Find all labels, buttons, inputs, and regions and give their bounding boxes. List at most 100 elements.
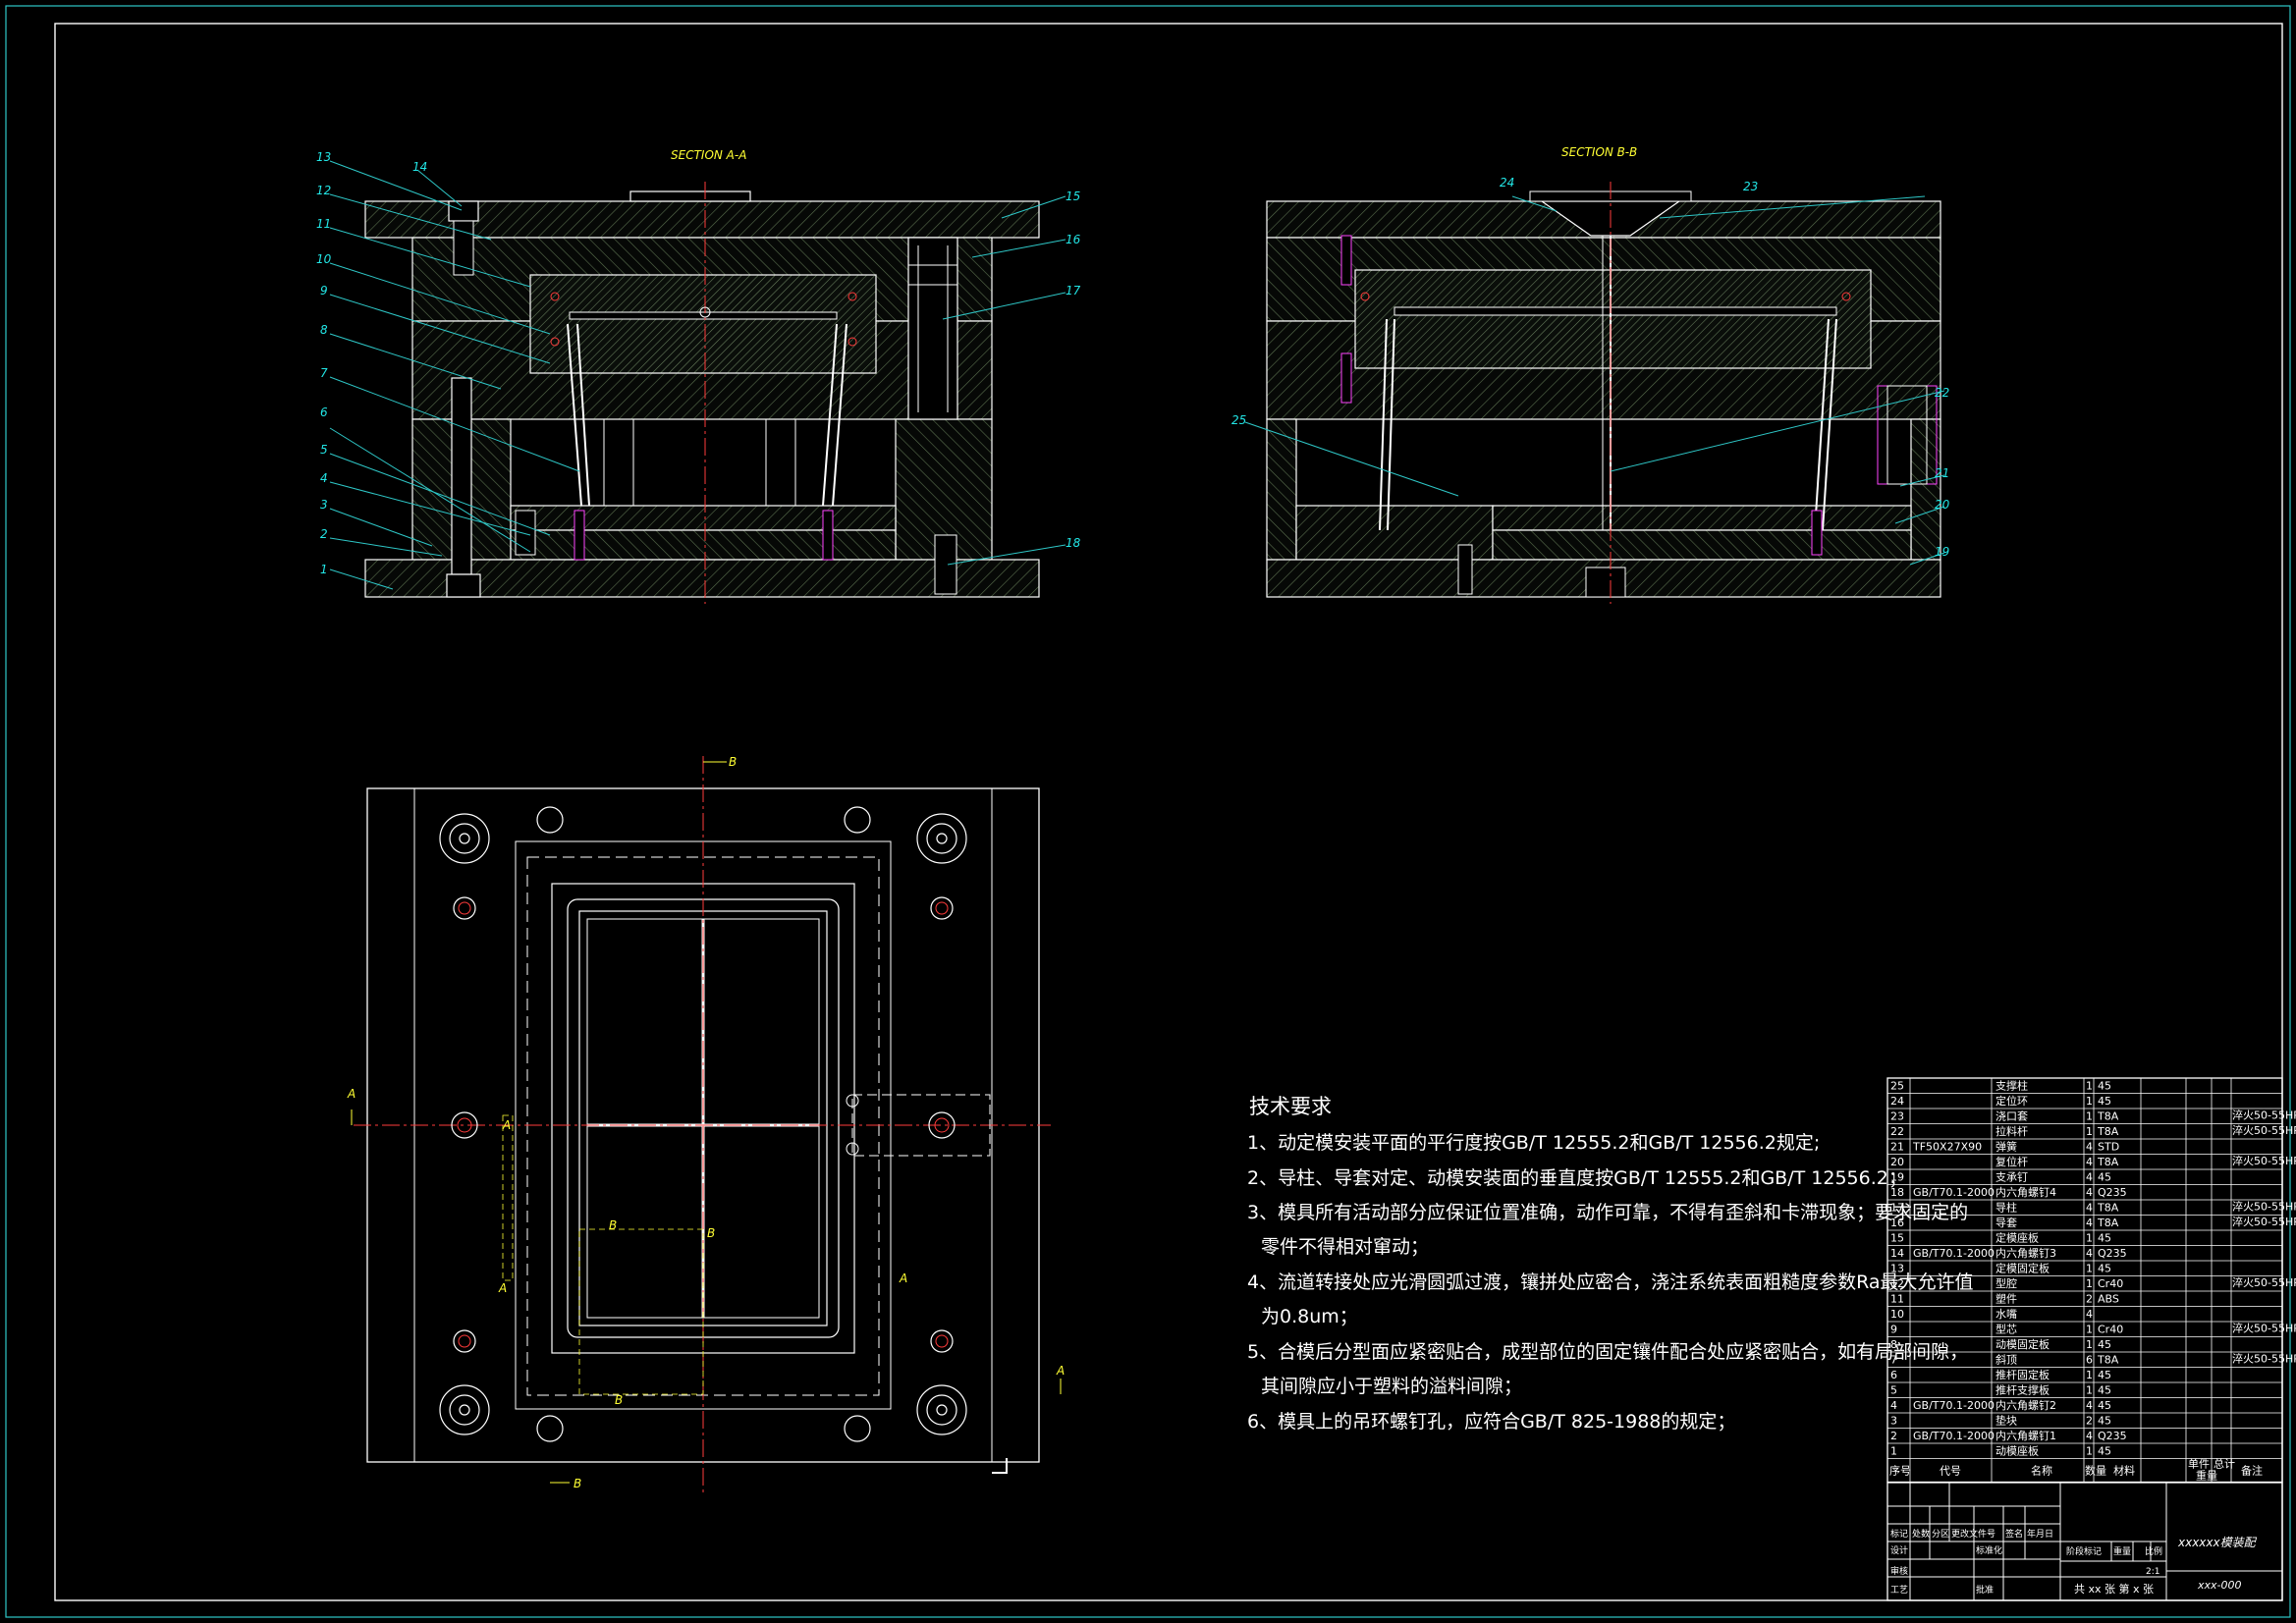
- notes-line-6: 为0.8um；: [1261, 1306, 1358, 1327]
- bom-row-no: 19: [1890, 1171, 1904, 1184]
- guide-bushing: [907, 237, 958, 420]
- bom-row-name: 支撑柱: [1995, 1079, 2028, 1093]
- bom-header-weight: 重量: [2196, 1469, 2217, 1483]
- section-aa-view: SECTION A-A: [316, 148, 1081, 604]
- bom-row-material: 45: [2098, 1232, 2111, 1245]
- tb-mark: 标记: [1890, 1528, 1908, 1540]
- tb-weight: 重量: [2113, 1545, 2131, 1557]
- label-bb-25: 25: [1231, 413, 1246, 427]
- bom-row-no: 8: [1890, 1338, 1897, 1351]
- label-aa-16: 16: [1066, 233, 1081, 246]
- bom-row-qty: 2: [2086, 1293, 2093, 1306]
- bom-row-no: 10: [1890, 1308, 1904, 1321]
- bom-row-name: 型芯: [1995, 1323, 2017, 1336]
- plan-view: B B A A A A A B B B: [347, 755, 1065, 1492]
- bom-row-material: 45: [2098, 1369, 2111, 1381]
- inner-frame: [54, 23, 2283, 1601]
- label-aa-11: 11: [316, 217, 331, 231]
- tb-stage: 阶段标记: [2066, 1545, 2102, 1557]
- ejector-retainer: [510, 505, 897, 531]
- bom-row-name: 水嘴: [1995, 1308, 2017, 1321]
- tb-drawing-no: xxx-000: [2197, 1579, 2242, 1592]
- plan-marker-a-left: A: [347, 1087, 355, 1101]
- bom-row-no: 25: [1890, 1080, 1904, 1093]
- bom-header-qty: 数量: [2085, 1465, 2106, 1478]
- bom-row-remark: 淬火50-55HRC: [2232, 1215, 2296, 1228]
- label-aa-14: 14: [412, 160, 427, 174]
- tb-scale: 2:1: [2146, 1567, 2159, 1577]
- bom-row-material: T8A: [2097, 1156, 2119, 1168]
- tb-drawing-name: xxxxxx模装配: [2177, 1536, 2258, 1549]
- bom-row-material: ABS: [2098, 1293, 2119, 1306]
- bom-header-material: 材料: [2113, 1464, 2135, 1478]
- tb-check: 审核: [1890, 1565, 1908, 1577]
- label-bb-19: 19: [1935, 545, 1949, 559]
- plan-marker-a-right: A: [1056, 1364, 1065, 1378]
- label-bb-23: 23: [1743, 180, 1758, 193]
- bom-row-qty: 1: [2086, 1384, 2093, 1397]
- bom-row-qty: 1: [2086, 1277, 2093, 1290]
- bom-row-material: Cr40: [2098, 1277, 2123, 1290]
- bom-row-qty: 1: [2086, 1369, 2093, 1381]
- bom-row-material: T8A: [2097, 1125, 2119, 1138]
- bom-row-qty: 1: [2086, 1232, 2093, 1245]
- bom-row-name: 内六角螺钉2: [1995, 1398, 2056, 1412]
- bom-row-qty: 1: [2086, 1324, 2093, 1336]
- bom-row-qty: 1: [2086, 1080, 2093, 1093]
- cavity-insert: [529, 274, 877, 374]
- plan-marker-b-inner-bottom: B: [615, 1393, 623, 1407]
- bom-row-material: 45: [2098, 1399, 2111, 1412]
- bom-row-material: 45: [2098, 1338, 2111, 1351]
- bom-row-name: 导柱: [1995, 1201, 2017, 1215]
- bom-row-no: 18: [1890, 1186, 1904, 1199]
- bom-row-qty: 4: [2086, 1399, 2093, 1412]
- bom-row-remark: 淬火50-55HRC: [2232, 1322, 2296, 1335]
- bom-row-no: 7: [1890, 1354, 1897, 1367]
- plan-marker-b-inner-right: B: [707, 1226, 715, 1240]
- locating-ring: [629, 190, 751, 202]
- bom-row-no: 3: [1890, 1415, 1897, 1428]
- bom-header-name: 名称: [2031, 1464, 2052, 1478]
- notes-line-3: 3、模具所有活动部分应保证位置准确，动作可靠，不得有歪斜和卡滞现象；要求固定的: [1247, 1202, 1968, 1223]
- bom-row-no: 17: [1890, 1202, 1904, 1215]
- notes-line-1: 1、动定模安装平面的平行度按GB/T 12555.2和GB/T 12556.2规…: [1247, 1132, 1820, 1154]
- bom-row-no: 14: [1890, 1247, 1904, 1260]
- bom-row-name: 定位环: [1995, 1094, 2028, 1108]
- screw-head-14: [448, 200, 479, 222]
- bom-row-qty: 4: [2086, 1171, 2093, 1184]
- bom-row-no: 1: [1890, 1445, 1897, 1458]
- plan-marker-b-bottom: B: [574, 1477, 581, 1490]
- label-aa-3: 3: [320, 498, 328, 512]
- label-aa-18: 18: [1066, 536, 1081, 550]
- bom-row-material: 45: [2098, 1384, 2111, 1397]
- bom-row-no: 22: [1890, 1125, 1904, 1138]
- bom-header-remark: 备注: [2241, 1464, 2263, 1478]
- plan-marker-a-inner-mid: A: [498, 1281, 507, 1295]
- bom-row-remark: 淬火50-55HRC: [2232, 1275, 2296, 1289]
- bom-row-name: 浇口套: [1995, 1110, 2028, 1123]
- notes-line-5: 4、流道转接处应光滑圆弧过渡，镶拼处应密合，浇注系统表面粗糙度参数Ra最大允许值: [1247, 1271, 1974, 1293]
- notes-line-4: 零件不得相对窜动；: [1261, 1236, 1429, 1258]
- lifter-right: [822, 323, 838, 507]
- plan-marker-b-inner-top: B: [609, 1218, 617, 1232]
- bom-row-qty: 4: [2086, 1308, 2093, 1321]
- outer-frame: [5, 5, 2291, 1618]
- label-bb-21: 21: [1935, 466, 1949, 480]
- lifter-left: [567, 323, 582, 507]
- bom-row-code: GB/T70.1-2000: [1913, 1186, 1995, 1199]
- tb-scale-label: 比例: [2145, 1545, 2162, 1557]
- bom-row-no: 9: [1890, 1324, 1897, 1336]
- bom-row-qty: 1: [2086, 1110, 2093, 1123]
- bom-row-material: Q235: [2098, 1247, 2127, 1260]
- bom-row-material: 45: [2098, 1080, 2111, 1093]
- label-aa-6: 6: [320, 406, 328, 419]
- bom-row-material: Q235: [2098, 1430, 2127, 1442]
- notes-title: 技术要求: [1249, 1095, 1332, 1118]
- bom-row-remark: 淬火50-55HRC: [2232, 1352, 2296, 1366]
- plan-marker-b-top: B: [729, 755, 737, 769]
- bom-row-qty: 6: [2086, 1354, 2093, 1367]
- bom-header-code: 代号: [1940, 1465, 1961, 1478]
- label-aa-5: 5: [320, 443, 328, 457]
- bom-row-qty: 4: [2086, 1430, 2093, 1442]
